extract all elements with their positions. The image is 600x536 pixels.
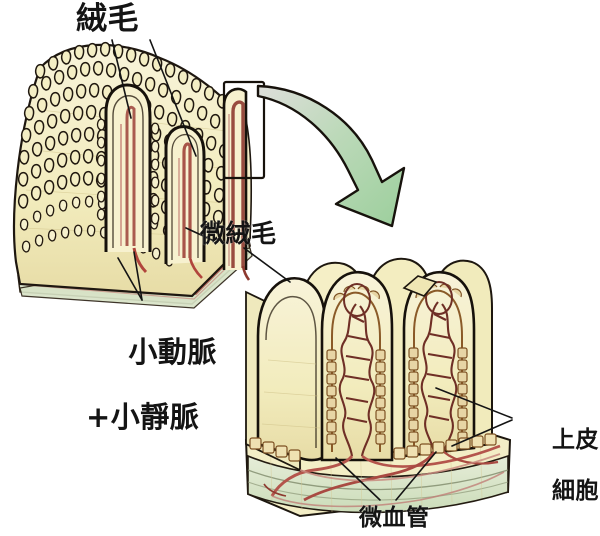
label-villi: 絨毛 — [76, 1, 139, 37]
capillary-network-center — [338, 303, 376, 457]
label-epithelium-line2: 細胞 — [552, 478, 600, 505]
leader-villi — [111, 39, 197, 157]
label-epithelial-cells: 上皮 細胞 — [518, 402, 599, 531]
leader-epithelium — [435, 387, 513, 447]
label-capillaries: 微血管 — [359, 505, 430, 531]
leader-capillary — [335, 451, 437, 501]
magnified-villus-center — [320, 271, 394, 462]
leader-vessels — [117, 251, 143, 301]
overview-block — [12, 41, 266, 309]
epithelial-cell-row-base — [249, 433, 497, 462]
label-small-artery-vein: 小動脈 +小靜脈 — [86, 304, 217, 499]
magnification-region — [222, 80, 266, 180]
overview-sectioned-villus-2 — [164, 125, 206, 264]
base-capillaries — [263, 444, 505, 508]
magnified-villus-right — [402, 271, 476, 458]
label-small-artery: 小動脈 — [128, 335, 217, 370]
overview-vessel-bundle — [132, 247, 251, 281]
magnification-arrow — [256, 84, 406, 228]
epithelial-cell-row-center — [326, 285, 386, 445]
magnified-block — [244, 257, 512, 518]
label-epithelium-line1: 上皮 — [552, 426, 600, 453]
label-small-vein: +小靜脈 — [86, 400, 200, 435]
leader-microvilli — [185, 227, 291, 283]
capillary-network-right — [420, 301, 458, 453]
overview-sectioned-villus-1 — [96, 83, 160, 252]
magnified-villus-front-left — [256, 277, 328, 462]
label-microvilli: 微絨毛 — [200, 219, 277, 248]
